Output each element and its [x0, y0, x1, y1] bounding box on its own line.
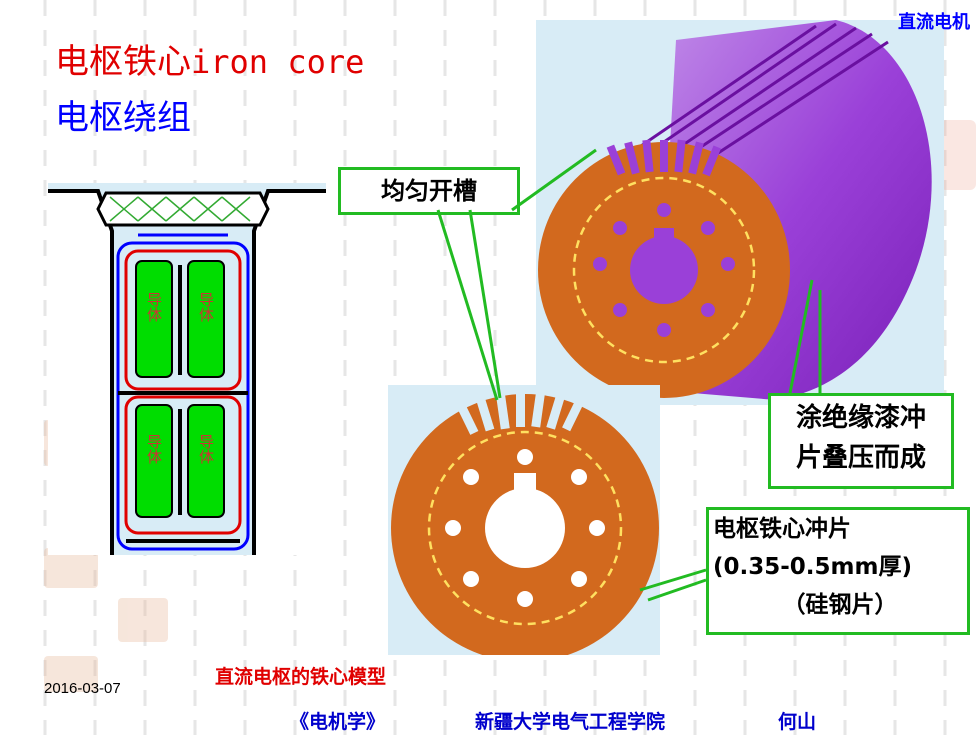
footer-author: 何山 [778, 711, 817, 733]
title-iron-core: 电枢铁心iron core [55, 40, 364, 84]
callout-punch-line1: 电枢铁心冲片 [713, 516, 851, 542]
armature-core-cylinder [536, 20, 944, 405]
conductor-label: 导体 [145, 292, 163, 322]
callout-insulated-laminations: 涂绝缘漆冲 片叠压而成 [768, 393, 954, 489]
footer-book-title: 《电机学》 [290, 711, 386, 733]
callout-coat-line2: 片叠压而成 [795, 443, 926, 473]
callout-coat-line1: 涂绝缘漆冲 [795, 403, 926, 433]
callout-core-punching: 电枢铁心冲片 (0.35-0.5mm厚) （硅钢片） [706, 507, 970, 635]
conductor-label: 导体 [145, 434, 163, 464]
conductor-upper-left [135, 260, 173, 378]
decorative-corner-mark [940, 120, 976, 190]
core-punching-lamination [388, 385, 660, 655]
conductor-label: 导体 [197, 434, 215, 464]
callout-punch-line3: （硅钢片） [782, 592, 898, 618]
slot-cross-section-diagram: 导体 导体 导体 导体 [48, 183, 326, 555]
conductor-lower-right [187, 404, 225, 518]
course-tag: 直流电机 [898, 12, 970, 33]
conductor-upper-right [187, 260, 225, 378]
conductor-label: 导体 [197, 292, 215, 322]
title-iron-core-en: iron core [191, 43, 365, 81]
title-armature-winding: 电枢绕组 [55, 98, 191, 138]
slot-wedge [96, 191, 270, 227]
conductor-lower-left [135, 404, 173, 518]
figure-caption: 直流电枢的铁心模型 [215, 666, 387, 688]
callout-uniform-slots: 均匀开槽 [338, 167, 520, 215]
footer-school: 新疆大学电气工程学院 [475, 711, 666, 733]
title-iron-core-cn: 电枢铁心 [55, 42, 191, 82]
callout-punch-line2: (0.35-0.5mm厚) [713, 554, 912, 580]
slide-date: 2016-03-07 [44, 680, 121, 697]
